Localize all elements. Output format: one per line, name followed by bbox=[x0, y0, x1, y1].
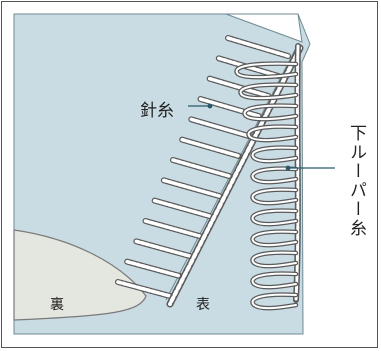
looper-loop-fill bbox=[239, 83, 297, 100]
back-side-label: 裏 bbox=[50, 297, 64, 313]
needle-stitch-highlight bbox=[189, 117, 251, 138]
lower-looper-thread-label: 下ルーパー糸 bbox=[346, 124, 366, 238]
needle-stitch-highlight bbox=[198, 97, 261, 118]
looper-loop-fill bbox=[251, 293, 297, 310]
diagram-frame bbox=[1, 1, 378, 348]
looper-thread-leader-dot bbox=[285, 165, 291, 171]
front-side-label: 表 bbox=[196, 297, 210, 313]
looper-loop-fill bbox=[251, 146, 297, 163]
looper-loop-fill bbox=[251, 209, 297, 226]
fabric-fold bbox=[225, 13, 303, 43]
needle-stitch-highlight bbox=[134, 239, 192, 258]
needle-stitch-highlight bbox=[116, 280, 172, 298]
lower-looper-loops bbox=[234, 43, 301, 311]
needle-stitch-highlight bbox=[143, 219, 202, 238]
needle-stitch-highlight bbox=[162, 178, 221, 198]
looper-loop-fill bbox=[251, 272, 297, 289]
looper-loop-fill bbox=[251, 230, 297, 247]
needle-thread-stitches bbox=[115, 35, 291, 299]
needle-stitch-highlight bbox=[125, 259, 182, 278]
looper-loop-fill bbox=[251, 188, 297, 205]
needle-thread-label: 針糸 bbox=[140, 101, 174, 121]
needle-stitch-highlight bbox=[152, 198, 212, 218]
fabric-back bbox=[13, 229, 147, 321]
needle-stitch-highlight bbox=[180, 137, 241, 158]
looper-loop-fill bbox=[247, 125, 297, 142]
needle-stitch-highlight bbox=[207, 76, 271, 98]
needle-stitch-highlight bbox=[226, 36, 290, 58]
needle-thread-main bbox=[166, 44, 304, 308]
needle-stitch-highlight bbox=[171, 158, 231, 178]
needle-main-twist bbox=[168, 46, 302, 306]
looper-loop-fill bbox=[235, 62, 297, 79]
looper-loop-fill bbox=[251, 167, 297, 184]
looper-loop-fill bbox=[243, 104, 297, 121]
needle-thread-leader-dot bbox=[207, 103, 213, 109]
looper-loop-fill bbox=[251, 251, 297, 268]
